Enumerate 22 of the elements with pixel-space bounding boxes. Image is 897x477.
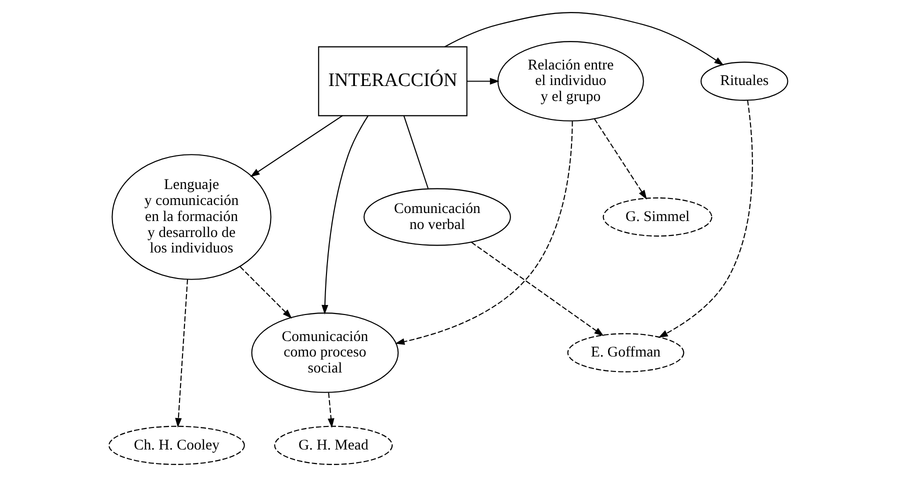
- node-ellipse: Lenguaje y comunicación en la formación y desarrollo de los individuos: [112, 154, 272, 280]
- connector: [403, 116, 429, 189]
- arrow: [658, 100, 753, 338]
- arrow: [467, 78, 500, 85]
- node-ellipse: E. Goffman: [567, 333, 684, 372]
- node-ellipse: Relación entre el individuo y el grupo: [497, 41, 644, 122]
- node-ellipse: G. H. Mead: [274, 426, 393, 465]
- arrow: [250, 115, 343, 177]
- node-ellipse: Comunicación no verbal: [364, 188, 511, 246]
- node-ellipse: Rituales: [700, 62, 788, 101]
- arrow: [322, 116, 368, 314]
- arrow: [594, 118, 647, 200]
- arrow: [395, 121, 573, 345]
- node-ellipse: Ch. H. Cooley: [108, 426, 245, 465]
- arrow: [328, 392, 334, 428]
- node-box: INTERACCIÓN: [318, 46, 468, 116]
- node-ellipse: Comunicación como proceso social: [251, 312, 399, 393]
- arrow: [444, 12, 724, 66]
- node-ellipse: G. Simmel: [602, 197, 712, 237]
- arrow: [175, 279, 188, 428]
- arrow: [240, 266, 292, 319]
- arrow: [471, 242, 604, 336]
